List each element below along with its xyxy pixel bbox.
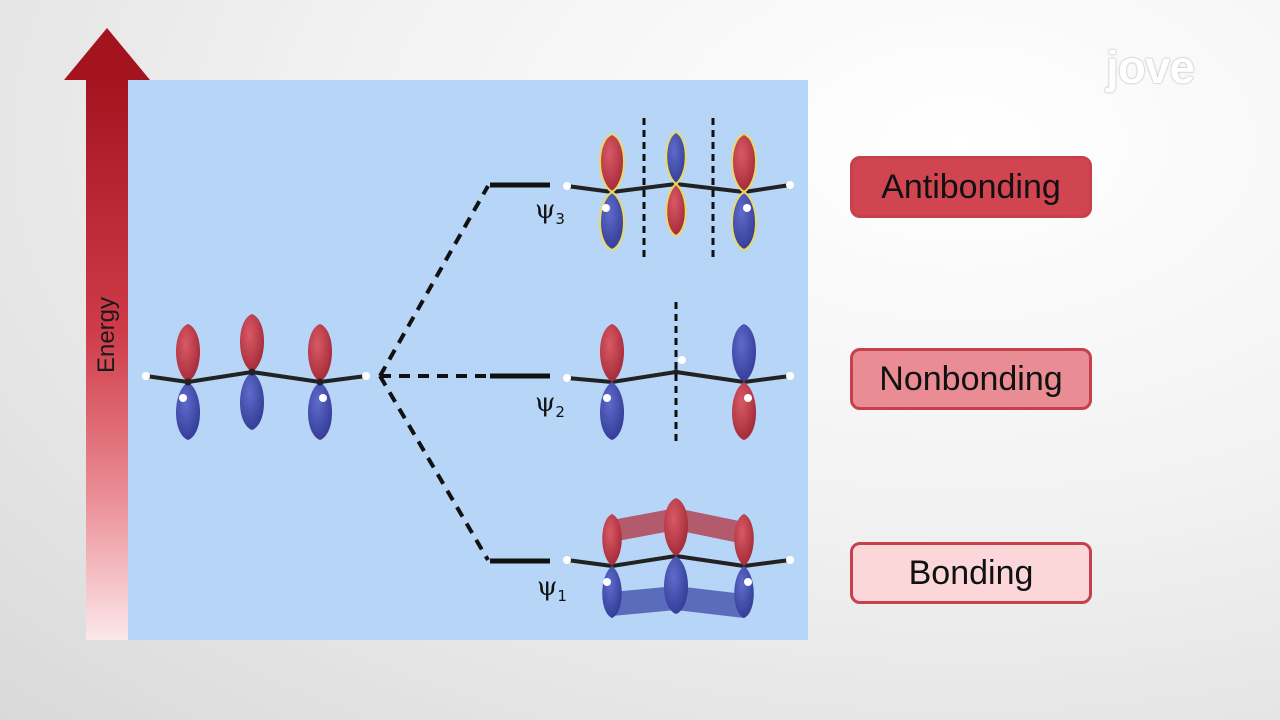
psi1-symbol: ψ bbox=[537, 572, 558, 602]
energy-arrow bbox=[64, 28, 150, 640]
psi2-label: ψ2 bbox=[535, 388, 565, 421]
correlation-lines bbox=[378, 185, 490, 562]
psi3-label: ψ3 bbox=[535, 195, 565, 228]
energy-levels bbox=[490, 182, 550, 564]
psi3-subscript: 3 bbox=[555, 210, 565, 229]
psi2-symbol: ψ bbox=[535, 388, 556, 418]
antibonding-label: Antibonding bbox=[850, 156, 1092, 218]
psi1-label: ψ1 bbox=[537, 572, 567, 605]
psi1-subscript: 1 bbox=[557, 587, 567, 606]
diagram-panel bbox=[128, 80, 808, 640]
psi3-orbital bbox=[563, 118, 794, 258]
psi3-symbol: ψ bbox=[535, 195, 556, 225]
nonbonding-label: Nonbonding bbox=[850, 348, 1092, 410]
atomic-p-orbitals bbox=[142, 314, 370, 440]
psi1-orbital bbox=[563, 498, 794, 618]
bonding-label: Bonding bbox=[850, 542, 1092, 604]
psi2-subscript: 2 bbox=[555, 403, 565, 422]
jove-logo: jove bbox=[1106, 41, 1195, 93]
psi2-orbital bbox=[563, 302, 794, 444]
energy-axis-label: Energy bbox=[93, 296, 120, 374]
